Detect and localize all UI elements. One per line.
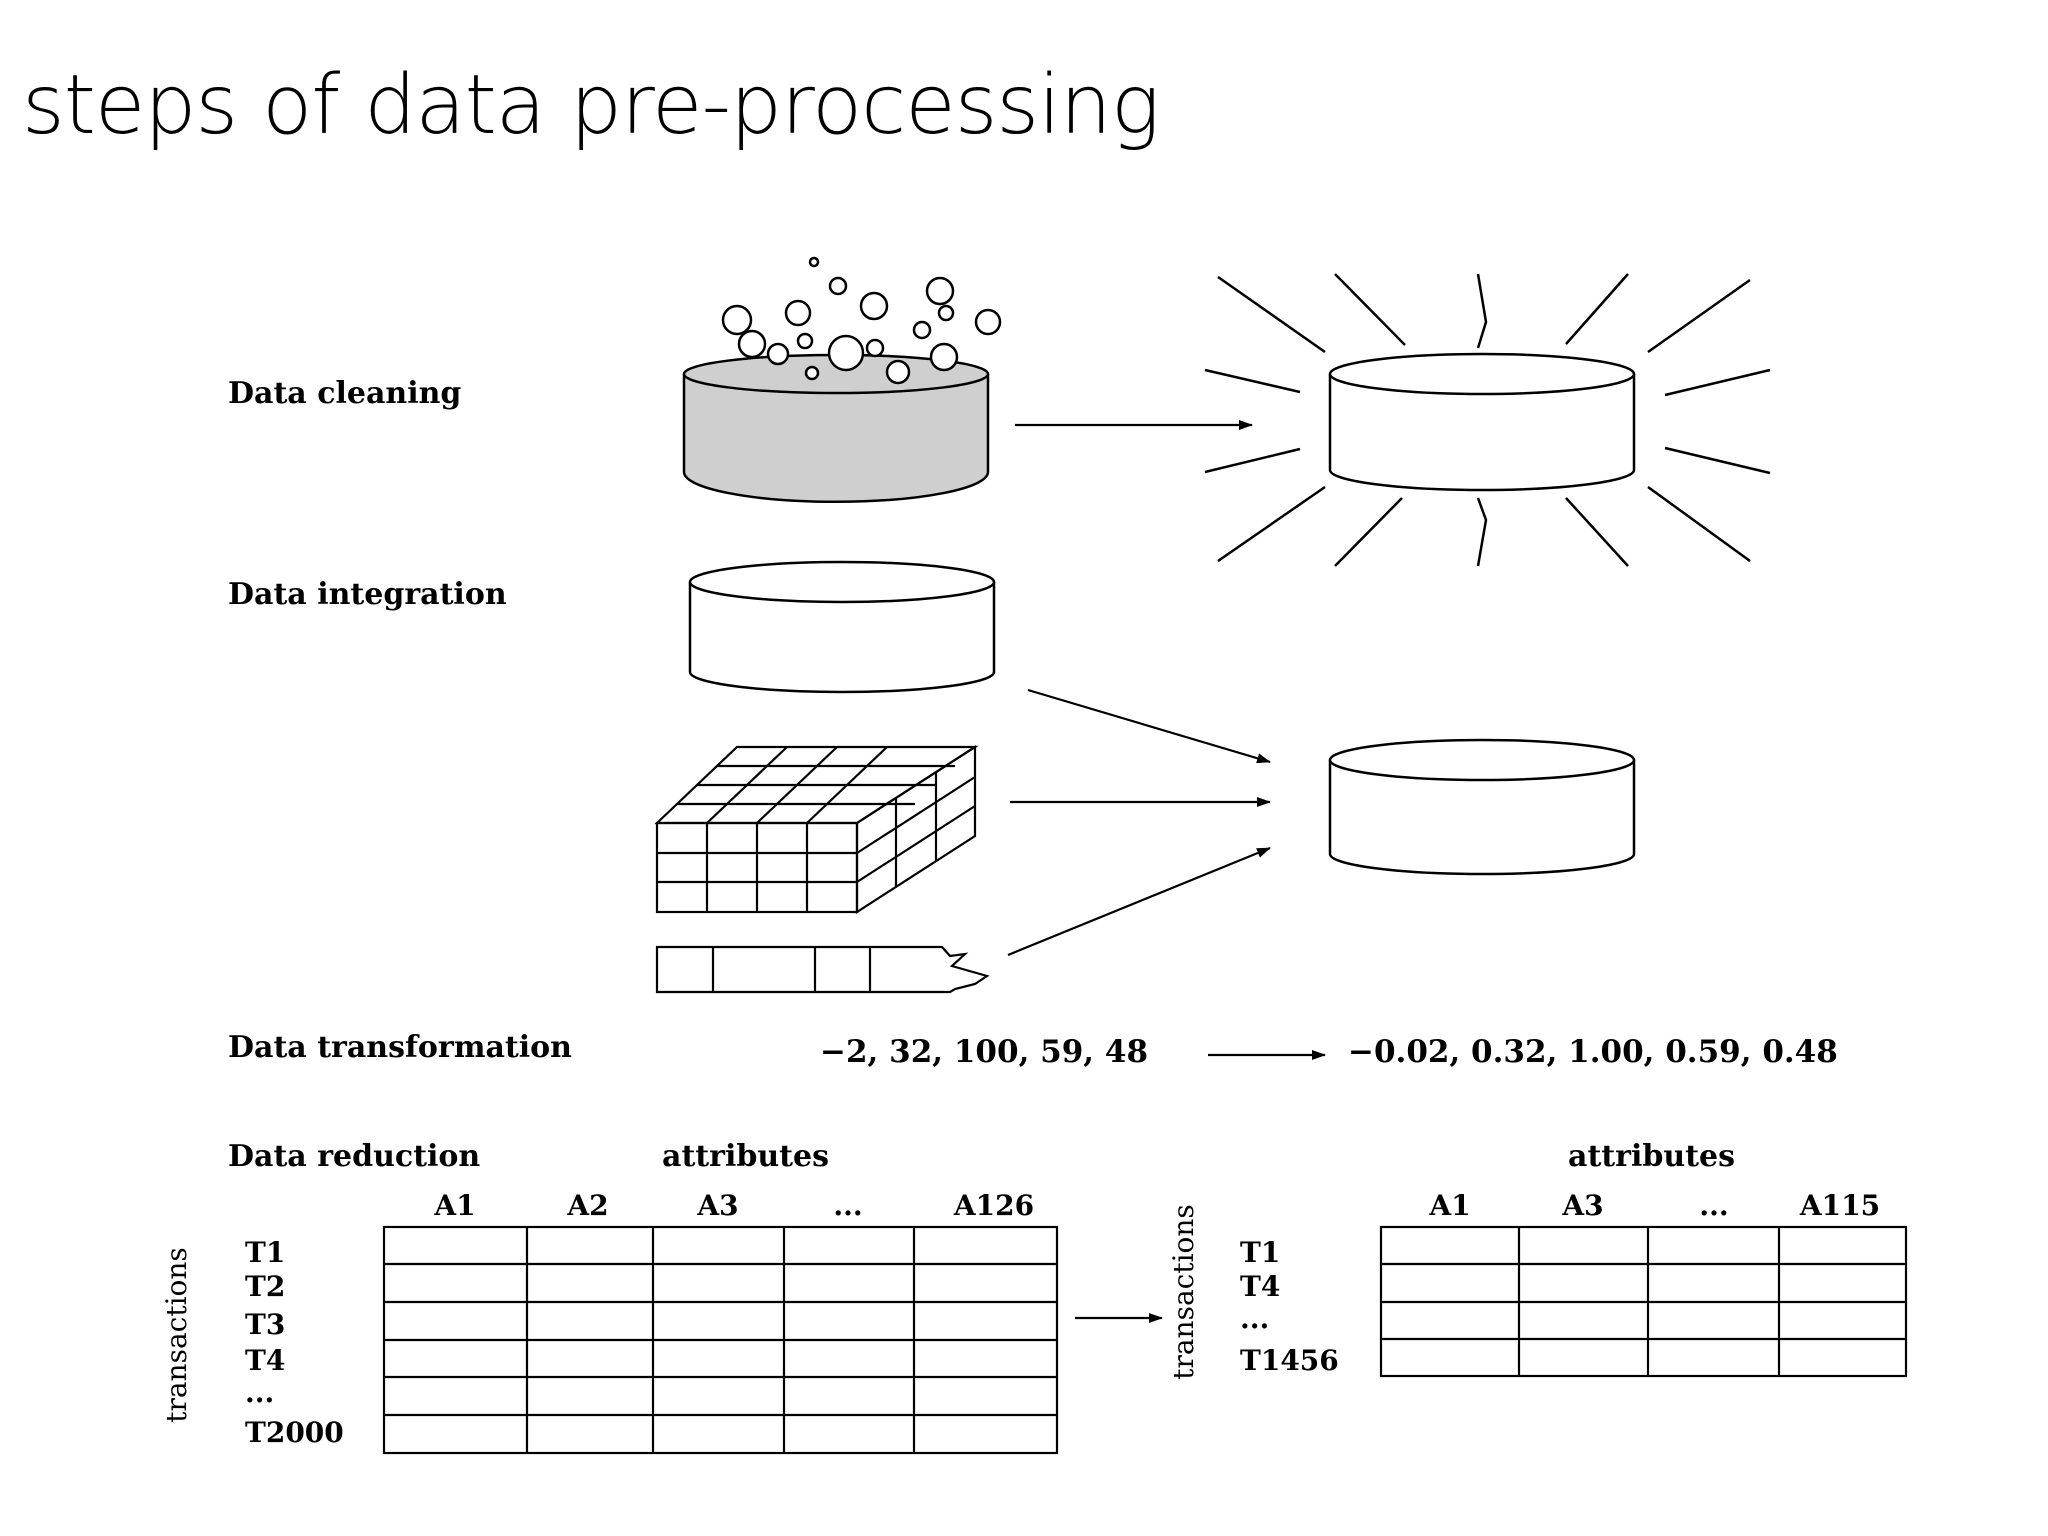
column-header: ... <box>833 1189 862 1222</box>
reduced-table <box>1379 1225 1908 1378</box>
column-header: A2 <box>566 1189 608 1222</box>
database-icon <box>1328 738 1636 876</box>
clean-database-icon <box>1204 273 1771 567</box>
transactions-label-original: transactions <box>160 1247 193 1423</box>
label-data-integration: Data integration <box>228 577 507 612</box>
arrow-icon <box>1007 846 1271 957</box>
slide-title: steps of data pre-processing <box>22 58 1160 153</box>
row-label: T4 <box>1240 1270 1280 1303</box>
arrow-icon <box>1027 688 1271 764</box>
attributes-label-original: attributes <box>662 1139 829 1174</box>
row-label: T4 <box>245 1344 285 1377</box>
column-header: A126 <box>953 1189 1034 1222</box>
column-headers-original: A1 A2 A3 ... A126 <box>433 1189 1034 1222</box>
column-header: A115 <box>1799 1189 1880 1222</box>
column-header: A3 <box>696 1189 738 1222</box>
label-data-reduction: Data reduction <box>228 1139 480 1174</box>
dirty-database-icon <box>682 256 1002 504</box>
transformation-output-values: −0.02, 0.32, 1.00, 0.59, 0.48 <box>1348 1034 1838 1070</box>
column-header: A1 <box>1428 1189 1470 1222</box>
data-cube-icon <box>654 744 979 915</box>
row-labels-reduced: T1 T4 ... T1456 <box>1240 1236 1339 1377</box>
original-table <box>382 1225 1059 1455</box>
row-label: T2 <box>245 1270 285 1303</box>
row-label: T2000 <box>245 1416 344 1449</box>
database-icon <box>688 560 996 694</box>
column-header: A3 <box>1561 1189 1603 1222</box>
row-labels-original: T1 T2 T3 T4 ... T2000 <box>245 1236 344 1449</box>
label-data-cleaning: Data cleaning <box>228 376 461 411</box>
row-label: ... <box>245 1376 274 1409</box>
attributes-label-reduced: attributes <box>1568 1139 1735 1174</box>
label-data-transformation: Data transformation <box>228 1030 572 1065</box>
row-label: T1456 <box>1240 1344 1339 1377</box>
transactions-label-reduced: transactions <box>1167 1204 1200 1380</box>
row-label: T1 <box>245 1236 285 1269</box>
row-label: ... <box>1240 1302 1269 1335</box>
column-headers-reduced: A1 A3 ... A115 <box>1428 1189 1880 1222</box>
transformation-input-values: −2, 32, 100, 59, 48 <box>820 1034 1148 1070</box>
flat-file-icon <box>655 945 990 994</box>
row-label: T3 <box>245 1308 285 1341</box>
column-header: ... <box>1699 1189 1728 1222</box>
column-header: A1 <box>433 1189 475 1222</box>
row-label: T1 <box>1240 1236 1280 1269</box>
